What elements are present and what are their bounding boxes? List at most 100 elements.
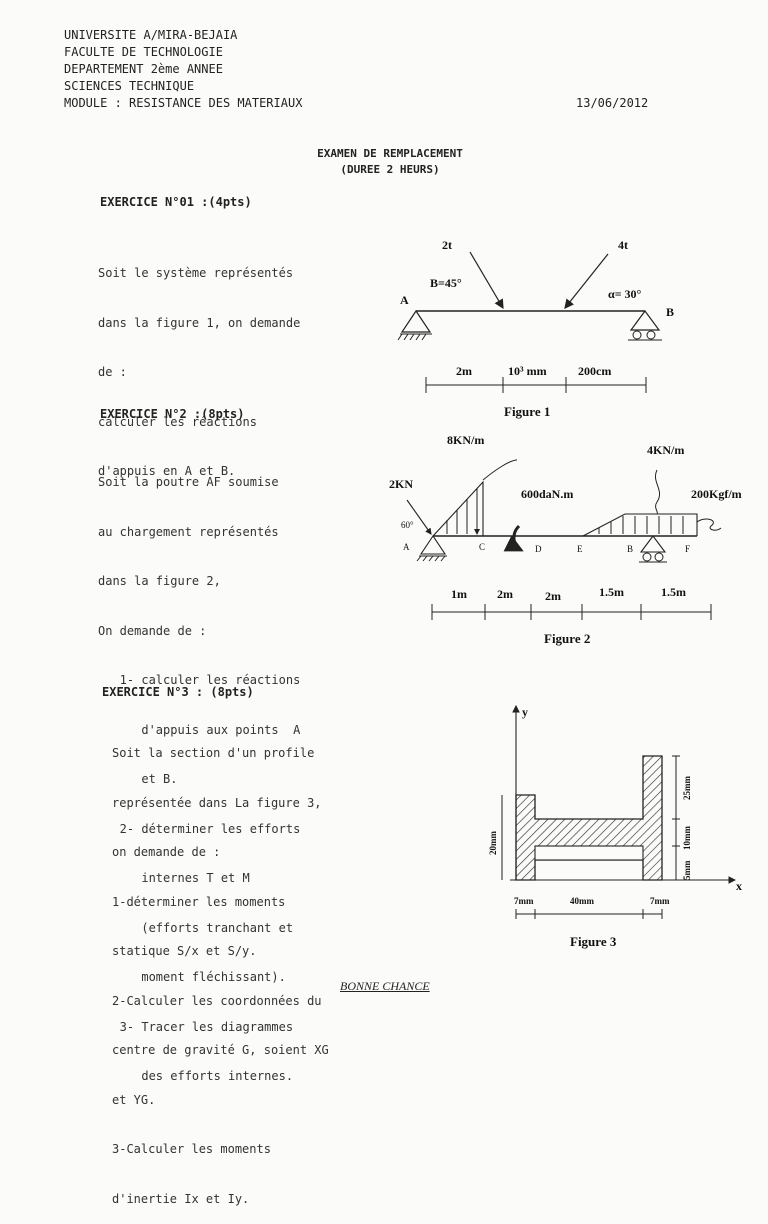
ex1-title: EXERCICE N°01 :(4pts) (100, 195, 252, 209)
header-line-sciences: SCIENCES TECHNIQUE (64, 79, 195, 93)
fig1-dim-2: 10³ mm (508, 364, 547, 378)
fig1-roller-1 (632, 330, 642, 340)
ex2-line: au chargement représentés (98, 524, 279, 539)
fig1-dim-3: 200cm (578, 364, 611, 378)
fig3-dim-right-2: 10mm (682, 826, 692, 850)
ex3-line: 1-déterminer les moments (112, 894, 286, 909)
figure-1: 2t 4t B=45° α= 30° A B 2m 10³ mm 200cm (397, 238, 674, 393)
fig2-roller-2 (654, 552, 664, 562)
figure-2: 8KN/m 4KN/m 2KN 600daN.m 200Kgf/m 60° A … (389, 433, 742, 620)
fig1-force-arrow-left (469, 251, 504, 310)
fig3-axis-y-label: y (522, 705, 528, 719)
fig2-moment: 600daN.m (521, 487, 573, 501)
ex3-line: on demande de : (112, 845, 221, 859)
fig2-ground-a (416, 555, 447, 562)
fig1-angle-left: B=45° (430, 276, 462, 290)
fig2-point-a: A (403, 542, 410, 552)
ex1-line: de : (98, 365, 127, 379)
fig3-dim-bottom-1: 7mm (514, 896, 534, 906)
fig2-dim-1: 1m (451, 587, 467, 601)
fig2-tri-load-1 (432, 480, 484, 537)
fig1-force-right: 4t (618, 238, 628, 252)
fig3-profile (515, 755, 663, 881)
ex2-line: moment fléchissant). (98, 970, 286, 984)
figure-3: y x 20mm 25mm 10mm 5mm 7mm 40mm 7mm (488, 704, 742, 919)
ex3-line: centre de gravité G, soient XG (112, 1043, 329, 1057)
fig3-dim-right-ticks (672, 755, 680, 881)
fig2-load2-leader (655, 469, 661, 515)
exam-duration: (DUREE 2 HEURS) (340, 163, 440, 176)
fig2-roller-1 (642, 552, 652, 562)
figure-3-caption: Figure 3 (570, 934, 617, 949)
figure-2-caption: Figure 2 (544, 631, 591, 646)
fig2-point-d: D (535, 544, 542, 554)
fig1-point-b: B (666, 305, 674, 319)
fig2-load1-arrows (446, 488, 477, 534)
fig1-force-left: 2t (442, 238, 452, 252)
footer-bonne-chance: BONNE CHANCE (340, 979, 430, 993)
fig2-tri-load-2 (582, 513, 698, 537)
fig3-dim-right-3: 5mm (682, 860, 692, 880)
ex3-line: et YG. (112, 1092, 156, 1107)
fig2-load2: 4KN/m (647, 443, 684, 457)
fig2-dim-3: 2m (545, 589, 561, 603)
fig2-dim-5: 1.5m (661, 585, 686, 599)
ex3-text: Soit la section d'un profile représentée… (112, 712, 329, 1224)
ex3-line: Soit la section d'un profile (112, 746, 315, 760)
ex1-line: dans la figure 1, on demande (98, 315, 301, 330)
fig1-hatch-a (397, 333, 427, 341)
fig2-load1: 8KN/m (447, 433, 484, 447)
ex2-line: internes T et M (98, 871, 250, 885)
fig1-support-a (400, 309, 432, 333)
fig2-force-arrow (406, 499, 432, 535)
ex3-line: 3-Calculer les moments (112, 1142, 271, 1156)
fig2-point-e: E (577, 544, 583, 554)
ex2-title: EXERCICE N°2 :(8pts) (100, 407, 245, 421)
ex3-line: représentée dans La figure 3, (112, 795, 322, 810)
fig2-force: 2KN (389, 477, 413, 491)
fig1-roller-2 (646, 330, 656, 340)
fig2-point-c: C (479, 542, 485, 552)
ex1-line: Soit le système représentés (98, 266, 294, 280)
fig3-dim-right-1: 25mm (682, 776, 692, 800)
fig2-angle: 60° (401, 520, 414, 530)
header-line-faculty: FACULTE DE TECHNOLOGIE (64, 45, 223, 59)
ex2-line: On demande de : (98, 623, 207, 638)
fig2-load2-arrows (598, 516, 684, 534)
header-block: UNIVERSITE A/MIRA-BEJAIA FACULTE DE TECH… (64, 27, 302, 112)
fig3-axis-x-label: x (736, 879, 742, 893)
fig2-dim-2: 2m (497, 587, 513, 601)
fig2-point-f: F (685, 544, 690, 554)
fig2-support-b (639, 535, 667, 553)
ex3-title: EXERCICE N°3 : (8pts) (102, 685, 254, 699)
fig3-dim-left: 20mm (488, 831, 498, 855)
ex2-line: (efforts tranchant et (98, 920, 294, 935)
ex3-line: statique S/x et S/y. (112, 944, 257, 958)
ex1-line: calculer les réactions (98, 414, 257, 429)
ex3-line: d'inertie Ix et Iy. (112, 1191, 250, 1206)
fig3-dim-bottom-2: 40mm (570, 896, 594, 906)
ex2-line: d'appuis aux points A (98, 722, 301, 737)
figure-1-caption: Figure 1 (504, 404, 551, 419)
fig1-force-arrow-right (564, 253, 609, 309)
exam-title: EXAMEN DE REMPLACEMENT (317, 147, 463, 160)
fig2-force2-leader (696, 518, 722, 531)
header-line-module: MODULE : RESISTANCE DES MATERIAUX (64, 96, 303, 110)
fig3-gap (534, 845, 644, 861)
ex2-line: 1- calculer les réactions (98, 673, 301, 687)
fig1-point-a: A (400, 293, 409, 307)
ex2-line: Soit la poutre AF soumise (98, 475, 279, 489)
header-line-department: DEPARTEMENT 2ème ANNEE (64, 62, 223, 76)
fig2-dim-ticks (431, 604, 712, 620)
ex2-line: et B. (98, 772, 178, 786)
ex2-line: 2- déterminer les efforts (98, 821, 301, 836)
header-line-university: UNIVERSITE A/MIRA-BEJAIA (64, 28, 238, 42)
fig3-dim-bottom-ticks (515, 909, 663, 919)
exam-date: 13/06/2012 (576, 96, 649, 110)
fig2-force2: 200Kgf/m (691, 487, 742, 501)
fig2-load1-leader (482, 459, 518, 481)
fig2-point-b: B (627, 544, 633, 554)
fig3-dim-bottom-3: 7mm (650, 896, 670, 906)
fig2-support-a (419, 535, 447, 555)
fig1-angle-right: α= 30° (608, 287, 642, 301)
